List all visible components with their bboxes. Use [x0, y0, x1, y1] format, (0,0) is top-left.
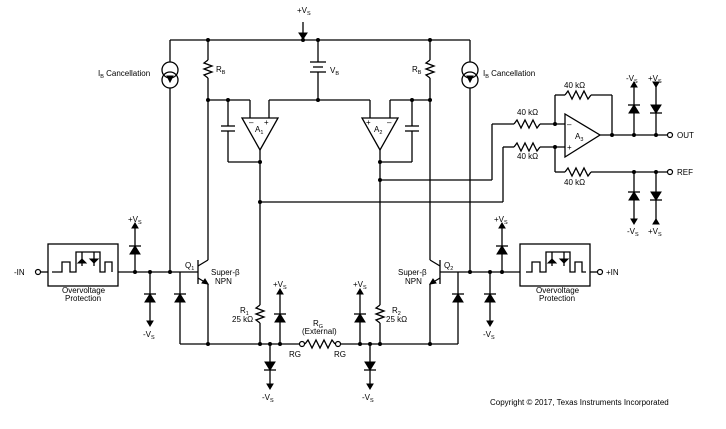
- copyright-text: Copyright © 2017, Texas Instruments Inco…: [490, 398, 669, 407]
- a3-rin1-value: 40 kΩ: [517, 108, 538, 117]
- resistor-rb-left: RB: [202, 40, 226, 260]
- r2-pos-supply: +VS: [353, 280, 367, 291]
- a1-minus: –: [249, 118, 254, 127]
- resistor-rb-right: RB: [412, 40, 436, 260]
- top-supply-label: +VS: [297, 6, 311, 17]
- top-supply: +VS: [170, 6, 470, 42]
- a2-label: A2: [374, 125, 382, 136]
- in-right-pos-supply: +VS: [494, 215, 508, 226]
- a3-label: A3: [575, 132, 583, 143]
- a3-feed-wires: [258, 123, 514, 204]
- q1-label: Q1: [185, 261, 194, 272]
- transistor-q2: Q2 Super-β NPN: [398, 259, 453, 344]
- ovp-left-label-1: Overvoltage: [62, 286, 106, 295]
- resistor-r1: R1 25 kΩ +VS: [232, 280, 287, 344]
- in-neg-label: -IN: [14, 268, 25, 277]
- transistor-q1: Q1 Super-β NPN: [185, 259, 240, 344]
- rg-right-neg-supply: -VS: [362, 393, 374, 404]
- ovp-right-label-1: Overvoltage: [536, 286, 580, 295]
- out-label: OUT: [677, 131, 694, 140]
- out-neg-supply: -VS: [626, 74, 638, 85]
- ref-neg-supply: -VS: [627, 227, 639, 238]
- rg-label: RG: [313, 319, 323, 330]
- ib-arrow-icon: [466, 75, 474, 84]
- q1-type-2: NPN: [215, 277, 232, 286]
- rb-right-label: RB: [412, 65, 422, 76]
- q2-label: Q2: [444, 261, 453, 272]
- in-right-neg-supply: -VS: [483, 330, 495, 341]
- a2-minus: –: [387, 118, 392, 127]
- ref-pos-supply: +VS: [648, 227, 662, 238]
- resistor-rg-external: RG (External) RG RG: [289, 319, 346, 359]
- a3-plus: +: [567, 143, 572, 152]
- a3-rf-value: 40 kΩ: [564, 81, 585, 90]
- rg-pin-left-label: RG: [289, 350, 301, 359]
- input-left: -IN Overvoltage Protection +VS -VS: [14, 215, 198, 344]
- ovp-right-block: [519, 243, 591, 287]
- out-pin[interactable]: [666, 131, 674, 139]
- resistor-r2: R2 25 kΩ +VS: [353, 280, 407, 344]
- ref-clamp-diodes: -VS +VS: [627, 172, 663, 238]
- out-clamp-diodes: -VS +VS: [626, 74, 663, 135]
- ib-cancellation-left: IB Cancellation: [98, 40, 179, 272]
- rg-external-label: (External): [302, 327, 337, 336]
- in-left-pos-supply: +VS: [128, 215, 142, 226]
- in-pos-pin[interactable]: [596, 268, 604, 276]
- opamp-a1: A1 + –: [206, 98, 280, 305]
- ovp-right-label-2: Protection: [539, 294, 575, 303]
- rg-pin-right[interactable]: [334, 340, 342, 348]
- rg-pin-right-label: RG: [334, 350, 346, 359]
- a3-minus: –: [567, 120, 572, 129]
- r1-value: 25 kΩ: [232, 315, 253, 324]
- vb-label: VB: [330, 66, 339, 77]
- q1-type-1: Super-β: [211, 268, 240, 277]
- a3-rin2-value: 40 kΩ: [517, 152, 538, 161]
- ib-cancel-right-label: IB Cancellation: [483, 69, 535, 80]
- r1-pos-supply: +VS: [273, 280, 287, 291]
- in-pos-label: +IN: [606, 268, 619, 277]
- r2-value: 25 kΩ: [386, 315, 407, 324]
- ib-cancel-left-label: IB Cancellation: [98, 69, 150, 80]
- q2-type-1: Super-β: [398, 268, 427, 277]
- in-neg-pin[interactable]: [34, 268, 42, 276]
- r2-label: R2: [392, 306, 401, 317]
- out-pos-supply: +VS: [648, 74, 662, 85]
- opamp-a2: A2 + –: [360, 98, 432, 305]
- opamp-a3: 40 kΩ 40 kΩ A3 – + 40 kΩ 40 kΩ OUT: [513, 81, 694, 187]
- q2-type-2: NPN: [405, 277, 422, 286]
- a1-plus: +: [264, 118, 269, 127]
- a2-plus: +: [366, 118, 371, 127]
- ovp-left-block: [47, 243, 119, 287]
- ovp-left-label-2: Protection: [65, 294, 101, 303]
- in-left-neg-supply: -VS: [143, 330, 155, 341]
- rb-left-label: RB: [216, 65, 226, 76]
- ib-arrow-icon: [166, 75, 174, 84]
- input-right: +VS -VS +IN Overvoltage Protection: [440, 215, 619, 344]
- a3-rg-value: 40 kΩ: [564, 178, 585, 187]
- r1-label: R1: [240, 306, 249, 317]
- battery-vb: VB: [310, 40, 339, 100]
- rg-left-neg-supply: -VS: [262, 393, 274, 404]
- ref-label: REF: [677, 168, 693, 177]
- rg-pin-left[interactable]: [298, 340, 306, 348]
- a1-label: A1: [255, 125, 263, 136]
- ref-pin[interactable]: [666, 168, 674, 176]
